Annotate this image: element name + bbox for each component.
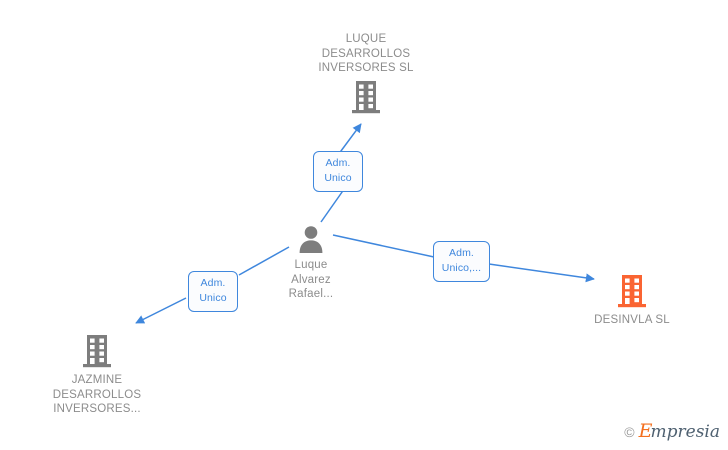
- edge-person-to-luque-head: [337, 123, 362, 156]
- brand-name: mpresia: [650, 422, 721, 442]
- node-luque-desarrollos[interactable]: LUQUE DESARROLLOS INVERSORES SL: [286, 32, 446, 114]
- edge-person-to-desinvla-head: [488, 263, 595, 283]
- empresia-watermark: © Empresia: [624, 422, 720, 442]
- node-person-central-label: Luque Alvarez Rafael...: [288, 259, 334, 300]
- edge-label-person-to-jazmine[interactable]: Adm. Unico: [188, 271, 238, 312]
- node-luque-desarrollos-label: LUQUE DESARROLLOS INVERSORES SL: [318, 33, 414, 74]
- edge-label-person-to-desinvla[interactable]: Adm. Unico,...: [433, 241, 490, 282]
- company-building-icon: [352, 80, 380, 113]
- copyright-icon: ©: [624, 424, 635, 440]
- node-jazmine-desarrollos-label: JAZMINE DESARROLLOS INVERSORES...: [52, 374, 142, 415]
- node-jazmine-desarrollos[interactable]: JAZMINE DESARROLLOS INVERSORES...: [17, 334, 177, 417]
- company-building-icon: [83, 335, 111, 368]
- company-building-icon: [618, 275, 646, 308]
- edge-label-person-to-luque[interactable]: Adm. Unico: [313, 151, 363, 192]
- node-person-central[interactable]: Luque Alvarez Rafael...: [231, 225, 391, 302]
- brand-initial: E: [638, 420, 653, 442]
- edge-person-to-desinvla: [332, 234, 435, 258]
- node-desinvla-label: DESINVLA SL: [594, 314, 670, 326]
- edge-person-to-jazmine: [238, 246, 290, 276]
- node-desinvla[interactable]: DESINVLA SL: [552, 274, 712, 328]
- person-icon: [299, 226, 323, 253]
- edge-person-to-jazmine-head: [135, 297, 187, 324]
